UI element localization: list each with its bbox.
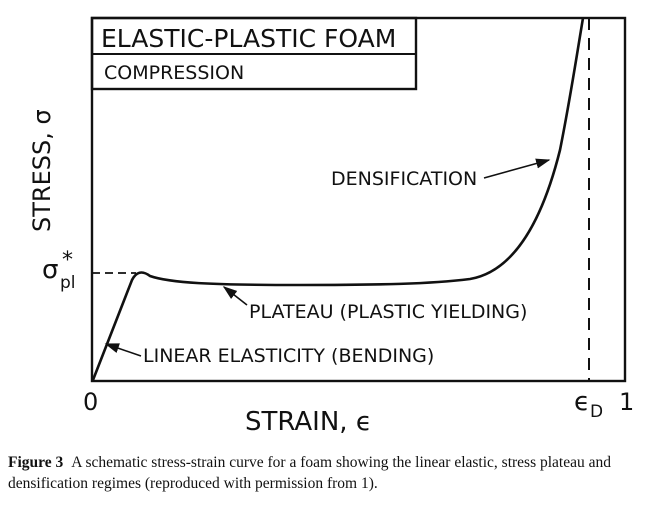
x-tick-one: 1 [619, 388, 634, 416]
linear-elasticity-arrow [104, 343, 142, 357]
plateau-arrow [222, 286, 248, 306]
linear-elasticity-label: LINEAR ELASTICITY (BENDING) [143, 345, 434, 367]
densification-arrow [483, 158, 551, 179]
svg-text:D: D [590, 402, 603, 422]
x-axis-label: STRAIN, ϵ [245, 407, 372, 437]
svg-text:pl: pl [60, 273, 76, 293]
y-axis-label: STRESS, σ [28, 109, 56, 232]
stress-strain-curve [91, 17, 585, 381]
title-box: ELASTIC-PLASTIC FOAM COMPRESSION [90, 16, 418, 91]
caption-figure-number: Figure 3 [8, 454, 64, 471]
svg-text:σ: σ [42, 255, 58, 285]
densification-label: DENSIFICATION [331, 168, 477, 190]
caption-text: A schematic stress-strain curve for a fo… [8, 454, 611, 492]
svg-text:*: * [62, 248, 73, 273]
svg-text:ϵ: ϵ [574, 387, 590, 417]
x-tick-zero: 0 [83, 388, 98, 416]
title-line-1: ELASTIC-PLASTIC FOAM [101, 24, 396, 53]
plateau-label: PLATEAU (PLASTIC YIELDING) [249, 301, 527, 323]
x-tick-densification-strain: ϵ D [574, 387, 603, 422]
plateau-stress-tick-label: σ * pl [42, 248, 76, 293]
title-line-2: COMPRESSION [104, 62, 244, 84]
